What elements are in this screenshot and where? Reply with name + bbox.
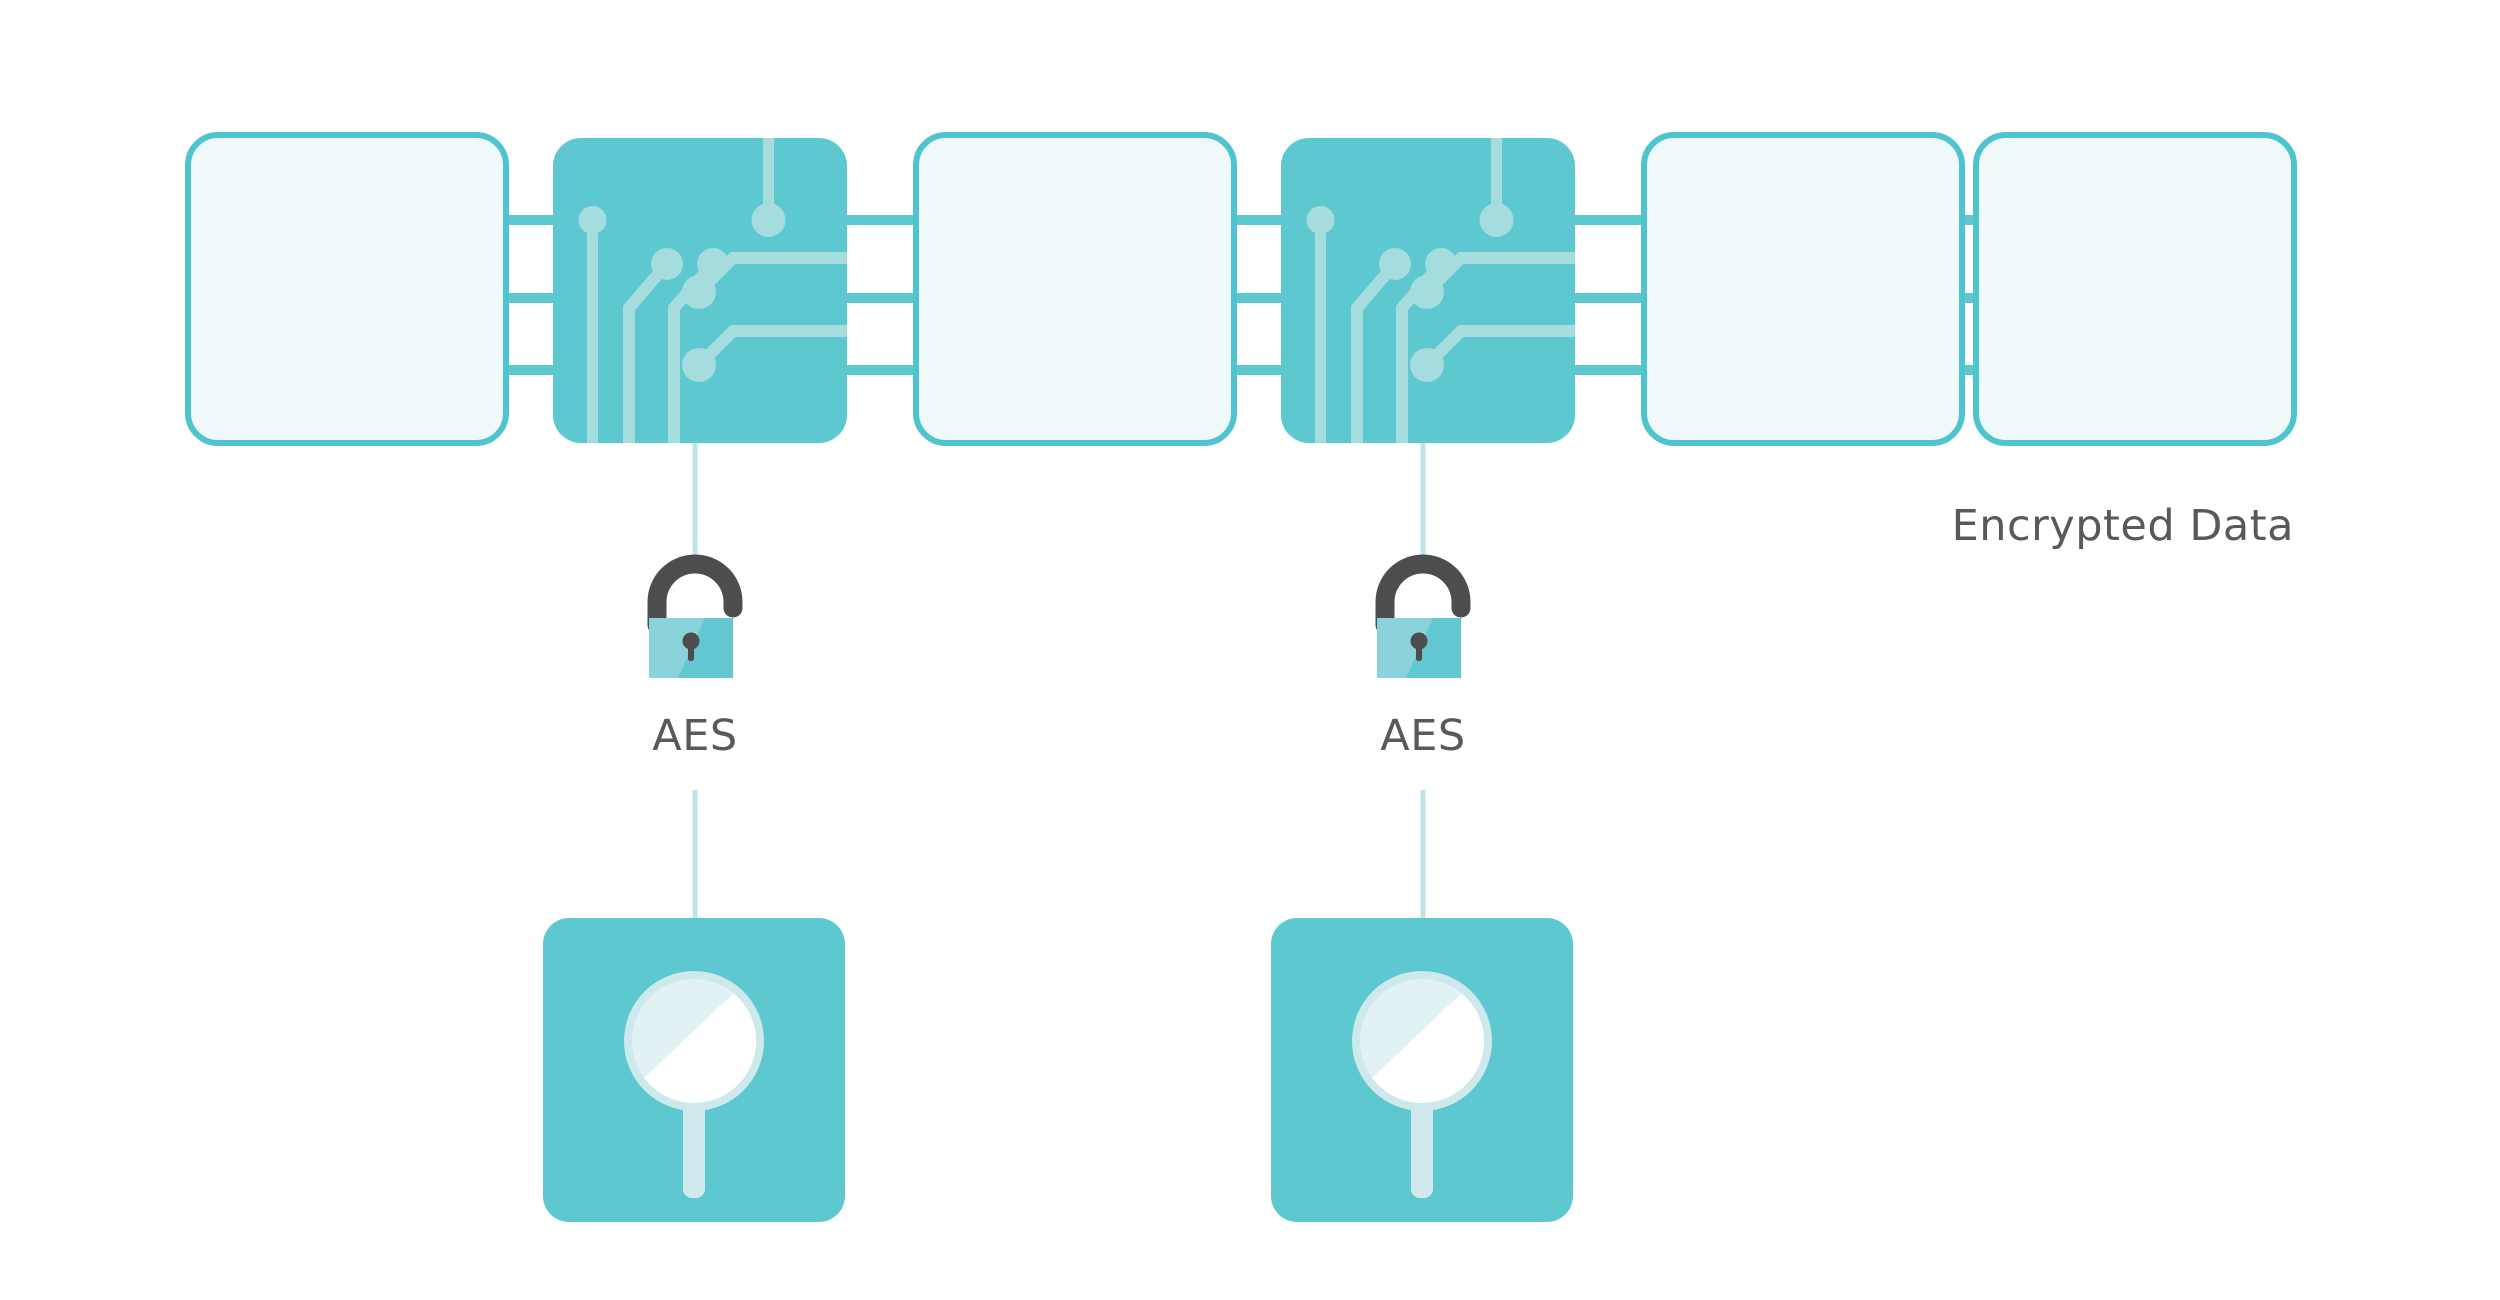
magnifier-handle — [1411, 1085, 1433, 1198]
padlock-keyhole-stem — [688, 645, 694, 661]
data-block-rect[interactable] — [1973, 132, 2297, 446]
aes-node-2[interactable]: AES — [1375, 554, 1471, 761]
magnifier-handle — [683, 1085, 705, 1198]
data-block-2[interactable] — [913, 132, 1237, 446]
padlock-keyhole — [682, 632, 700, 650]
data-block-rect[interactable] — [185, 132, 509, 446]
data-block-rect[interactable] — [913, 132, 1237, 446]
link-lines — [692, 443, 1426, 918]
aes-node-1[interactable]: AES — [647, 554, 743, 761]
aes-label: AES — [652, 711, 737, 761]
data-block-rect[interactable] — [1641, 132, 1965, 446]
data-block-4[interactable] — [1973, 132, 2297, 446]
encryptor-chip-2[interactable] — [1281, 134, 1577, 446]
scanner-tile-2[interactable] — [1271, 918, 1573, 1222]
unlocked-padlock-icon[interactable] — [1375, 554, 1471, 678]
padlock-body-shade — [1406, 618, 1461, 678]
padlock-keyhole-stem — [1416, 645, 1422, 661]
encrypted-data-label: Encrypted Data — [1952, 501, 2294, 551]
aes-label: AES — [1380, 711, 1465, 761]
unlocked-padlock-icon[interactable] — [647, 554, 743, 678]
data-block-3[interactable] — [1641, 132, 1965, 446]
magnifier-icon — [1352, 971, 1492, 1198]
magnifier-icon — [624, 971, 764, 1198]
scanner-tile-1[interactable] — [543, 918, 845, 1222]
encryptor-chip-1[interactable] — [553, 134, 849, 446]
padlock-keyhole — [1410, 632, 1428, 650]
block-connectors — [500, 215, 1982, 375]
data-block-1[interactable] — [185, 132, 509, 446]
padlock-body-shade — [678, 618, 733, 678]
